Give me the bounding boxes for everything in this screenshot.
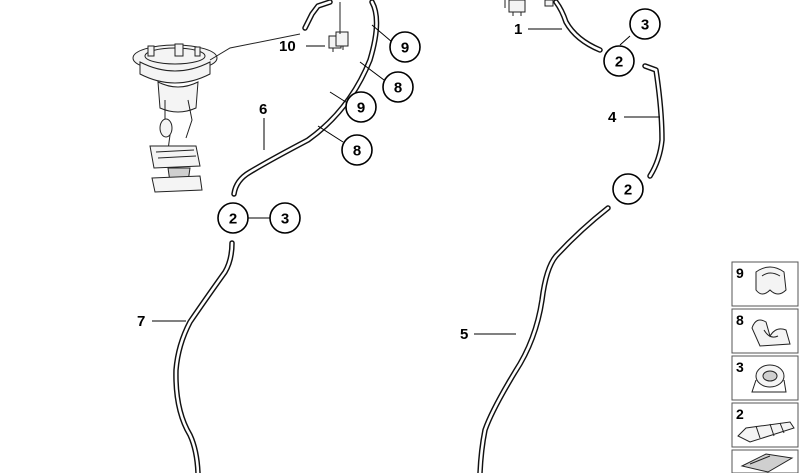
- legend-item-9[interactable]: 9: [731, 261, 799, 307]
- hose-part-4[interactable]: [642, 63, 665, 179]
- legend-item-3[interactable]: 3: [731, 355, 799, 401]
- hose-connector-icon: [737, 421, 795, 443]
- svg-text:9: 9: [357, 100, 365, 117]
- vent-valve-part-1[interactable]: [504, 0, 554, 16]
- svg-text:2: 2: [229, 211, 237, 228]
- legend-item-2[interactable]: 2: [731, 402, 799, 448]
- svg-text:8: 8: [394, 80, 402, 97]
- fuel-pump-assembly[interactable]: [132, 33, 301, 193]
- label-part-4[interactable]: 4: [608, 109, 617, 126]
- svg-text:8: 8: [736, 312, 744, 328]
- callout-2-left[interactable]: 2: [217, 202, 249, 234]
- shim-icon: [740, 453, 794, 473]
- label-part-6[interactable]: 6: [259, 101, 267, 118]
- svg-text:3: 3: [641, 17, 649, 34]
- svg-text:2: 2: [615, 54, 623, 71]
- hose-part-5[interactable]: [477, 205, 611, 473]
- svg-text:3: 3: [281, 211, 289, 228]
- legend-item-8[interactable]: 8: [731, 308, 799, 354]
- svg-text:3: 3: [736, 359, 744, 375]
- callout-3-left[interactable]: 3: [269, 202, 301, 234]
- callout-2-right-top[interactable]: 2: [603, 45, 635, 77]
- label-part-7[interactable]: 7: [137, 313, 145, 330]
- svg-text:2: 2: [736, 406, 744, 422]
- hose-clamp-icon: [751, 364, 787, 393]
- bracket-part-10[interactable]: [328, 31, 349, 52]
- svg-text:2: 2: [624, 182, 632, 199]
- hose-part-6[interactable]: [231, 0, 380, 197]
- callout-8-mid[interactable]: 8: [341, 134, 373, 166]
- hose-part-1[interactable]: [553, 0, 603, 53]
- svg-text:9: 9: [736, 265, 744, 281]
- cable-clip-icon: [751, 319, 791, 347]
- label-part-1[interactable]: 1: [514, 21, 522, 38]
- hose-part-7[interactable]: [173, 240, 235, 473]
- label-part-5[interactable]: 5: [460, 326, 468, 343]
- callout-2-right-mid[interactable]: 2: [612, 173, 644, 205]
- callout-9-top[interactable]: 9: [389, 31, 421, 63]
- legend-item-shim[interactable]: [731, 449, 799, 473]
- callout-9-mid[interactable]: 9: [345, 91, 377, 123]
- callout-3-right[interactable]: 3: [629, 8, 661, 40]
- hose-clip-icon: [755, 266, 787, 295]
- label-part-10[interactable]: 10: [279, 38, 296, 55]
- svg-text:8: 8: [353, 143, 361, 160]
- callout-8-top[interactable]: 8: [382, 71, 414, 103]
- svg-text:9: 9: [401, 40, 409, 57]
